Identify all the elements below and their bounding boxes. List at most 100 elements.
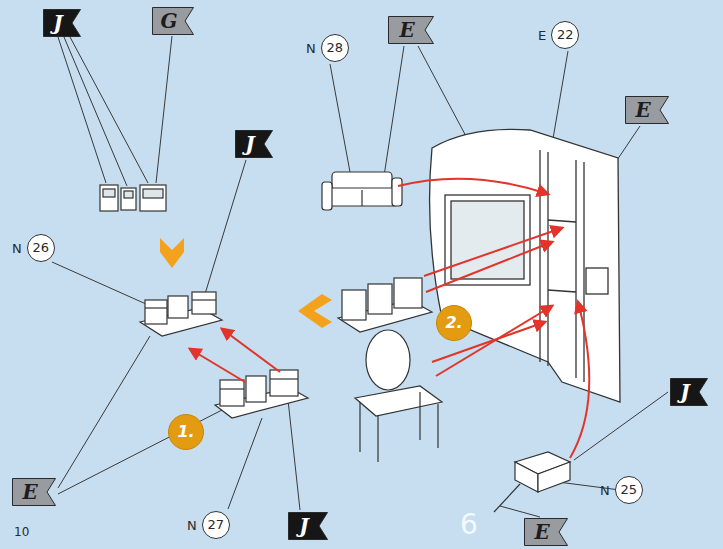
callout-prefix: N (12, 241, 22, 256)
assembly-arrow (190, 349, 245, 382)
callout-prefix: N (306, 41, 316, 56)
part-flag: E (625, 96, 669, 124)
leader-line (52, 36, 668, 517)
cabin-wall (445, 195, 530, 285)
step-number-text: 2. (445, 313, 462, 332)
callout-prefix: E (538, 28, 546, 43)
part-flag: J (670, 378, 708, 406)
flag-letter: J (670, 378, 708, 406)
part-flag: J (43, 9, 81, 37)
chair-part (355, 386, 442, 416)
assembly-arrow (398, 179, 548, 194)
chair-part (377, 415, 378, 462)
cabin-wall (548, 220, 576, 222)
step-number: 2. (436, 305, 472, 341)
leader-line (64, 37, 127, 186)
leader-line (228, 418, 262, 509)
flag-shape (236, 131, 273, 158)
seat-assembly (145, 307, 167, 308)
flag-shape (525, 519, 568, 546)
leader-line (418, 46, 468, 140)
cabin-wall (575, 160, 576, 378)
seat-row (368, 284, 392, 314)
lamp-part (494, 452, 570, 512)
sofa-part (392, 178, 402, 206)
cabin-wall (583, 162, 584, 382)
callout-number: E 22 (538, 21, 579, 49)
cabin-wall (548, 290, 576, 292)
assembly-arrow (222, 329, 280, 372)
callout-circle: 26 (27, 234, 55, 262)
seat-assembly (220, 380, 244, 406)
callout-number-text: 26 (28, 240, 53, 255)
part-flag: E (12, 478, 56, 506)
seat-assembly (246, 376, 266, 402)
flag-shape (153, 8, 194, 35)
flag-shape (671, 379, 708, 406)
window-part (100, 185, 118, 211)
cabin-wall (430, 129, 620, 402)
assembly-arrow (424, 228, 562, 276)
cabin-wall (430, 129, 620, 402)
leader-line (58, 410, 222, 494)
step-number: 1. (168, 414, 204, 450)
seat-assembly (270, 370, 298, 396)
callout-number: N25 (600, 476, 643, 504)
leader-line (330, 64, 350, 172)
flag-shape (13, 479, 56, 506)
callout-prefix: N (600, 483, 610, 498)
sofa-part (322, 172, 402, 210)
part-flag: G (152, 7, 194, 35)
step-number-text: 1. (177, 422, 194, 441)
direction-arrow (160, 238, 184, 268)
sofa-part (325, 188, 397, 206)
callout-number-text: 22 (553, 27, 578, 42)
window-part (143, 189, 163, 198)
seat-assembly (140, 292, 222, 336)
sofa-part (332, 172, 392, 190)
flag-shape (44, 10, 81, 37)
window-part (140, 185, 166, 211)
flag-letter: G (152, 7, 194, 35)
seat-assembly (168, 296, 188, 318)
leader-line (70, 37, 148, 183)
chair-part (359, 402, 360, 452)
callout-number: N 26 (12, 234, 55, 262)
flag-letter: E (12, 478, 56, 506)
callout-number-text: 28 (322, 40, 347, 55)
callout-prefix: N (187, 518, 197, 533)
flag-shape (289, 513, 328, 540)
window-part (100, 185, 166, 211)
part-flag: E (388, 16, 434, 44)
leader-line (500, 506, 540, 517)
window-part (121, 188, 136, 210)
direction-arrow (160, 238, 332, 328)
leader-line (205, 160, 246, 294)
lamp-part (494, 484, 520, 512)
seat-assembly (270, 378, 298, 379)
lamp-part (538, 462, 570, 492)
flag-letter: E (524, 518, 568, 546)
flag-letter: J (43, 9, 81, 37)
window-part (103, 189, 115, 197)
callout-number-text: 27 (203, 517, 228, 532)
chair-part (355, 330, 442, 462)
seat-assembly (215, 370, 308, 418)
chair-part (419, 392, 420, 440)
assembly-arrow (436, 306, 552, 376)
callout-circle: 22 (551, 21, 579, 49)
seat-assembly (192, 292, 216, 314)
flag-letter: E (388, 16, 434, 44)
chair-part (366, 330, 410, 390)
flag-letter: J (235, 130, 273, 158)
step-watermark: 6 (460, 508, 478, 541)
seat-row (394, 278, 422, 308)
cabin-wall (586, 268, 608, 294)
seat-assembly (145, 300, 167, 324)
leader-line (558, 482, 620, 490)
sofa-part (322, 182, 332, 210)
part-flag: E (524, 518, 568, 546)
leader-line (58, 336, 150, 488)
